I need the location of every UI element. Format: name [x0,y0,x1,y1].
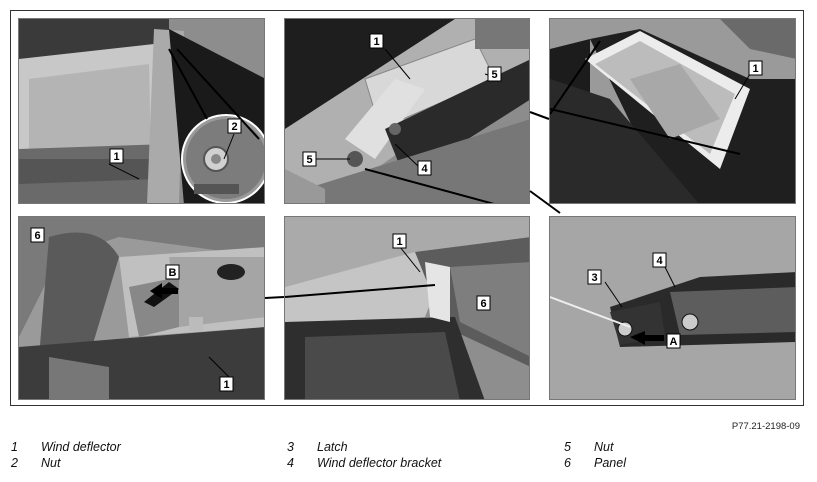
callout-3: 3 [591,272,597,284]
callout-box [165,264,180,280]
legend-number: 2 [11,456,18,470]
photo-1-illustration: 1 2 [19,19,264,203]
callout-box [652,252,667,268]
callout-1: 1 [223,379,229,391]
callout-box [587,269,602,285]
legend-label: Panel [594,456,626,470]
callout-box [487,66,502,82]
callout-4: 4 [421,163,428,175]
callout-box [219,376,234,392]
photo-panel-5: 1 6 [284,216,530,400]
legend-number: 5 [564,440,571,454]
legend-number: 4 [287,456,294,470]
legend-number: 1 [11,440,18,454]
legend-label: Wind deflector bracket [317,456,442,470]
callout-4: 4 [656,255,663,267]
legend-label: Nut [594,440,614,454]
callout-a: A [670,336,678,348]
callout-box [30,227,45,243]
photo-5-illustration: 1 6 [285,217,529,399]
photo-panel-6: 3 4 A [549,216,796,400]
photo-panel-2: 1 5 5 4 [284,18,530,204]
legend-label: Latch [317,440,348,454]
callout-box [417,160,432,176]
arrow-a-icon [630,331,664,345]
callout-5: 5 [491,69,497,81]
callout-box [227,118,242,134]
callout-box [369,33,384,49]
callout-box [109,148,124,164]
legend-number: 3 [287,440,294,454]
legend-label: Wind deflector [41,440,121,454]
callout-box [302,151,317,167]
legend-number: 6 [564,456,571,470]
photo-panel-3: 1 [549,18,796,204]
photo-4-illustration: 6 B 1 [19,217,264,399]
callout-1: 1 [373,36,379,48]
callout-1: 1 [396,236,402,248]
arrow-b-icon [150,283,178,299]
callout-6: 6 [480,298,486,310]
callout-b: B [169,267,177,279]
callout-5: 5 [306,154,312,166]
callout-2: 2 [231,121,237,133]
callout-box [476,295,491,311]
leader-line [529,190,561,214]
photo-2-illustration: 1 5 5 4 [285,19,529,203]
reference-code: P77.21-2198-09 [731,421,800,432]
photo-6-illustration: 3 4 A [550,217,795,399]
photo-3-illustration: 1 [550,19,795,203]
callout-6: 6 [34,230,40,242]
legend-label: Nut [41,456,61,470]
leader-line [264,296,285,299]
photo-panel-4: 6 B 1 [18,216,265,400]
callout-1: 1 [752,63,758,75]
callout-box [748,60,763,76]
photo-panel-1: 1 2 [18,18,265,204]
callout-box [392,233,407,249]
leader-line [529,111,550,120]
callout-box [666,333,681,349]
callout-1: 1 [113,151,119,163]
